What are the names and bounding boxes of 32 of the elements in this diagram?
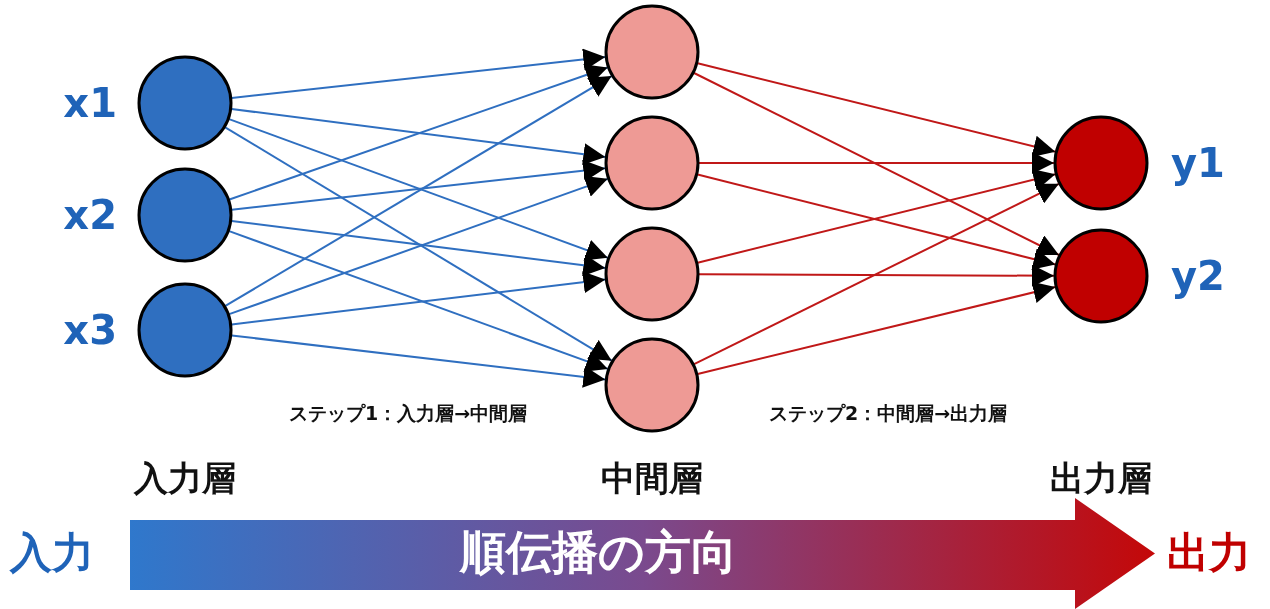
arrow (230, 48, 607, 99)
step-caption: ステップ2：中間層→出力層 (768, 403, 1008, 423)
neuron-circle (604, 4, 700, 100)
arrow (693, 72, 1060, 256)
neuron-circle (604, 337, 700, 433)
layer-label: 中間層 (601, 461, 703, 495)
arrow (224, 126, 613, 362)
layer-label: 入力層 (134, 461, 236, 495)
arrow (230, 159, 607, 211)
direction-arrow-banner (130, 498, 1155, 609)
arrow (228, 118, 609, 261)
arrow (230, 219, 607, 277)
output-label: 出力 (1167, 532, 1251, 574)
step-caption: ステップ1：入力層→中間層 (288, 403, 528, 423)
arrow (698, 152, 1055, 174)
arrow (230, 108, 607, 166)
arrow (693, 182, 1060, 366)
arrow (696, 62, 1057, 158)
arrow (228, 175, 609, 316)
arrow (224, 75, 613, 307)
banner-text: 順伝播の方向 (460, 529, 737, 575)
arrow (228, 64, 609, 201)
input-label: 入力 (10, 532, 94, 574)
neuron-circle (604, 226, 700, 322)
arrow (696, 281, 1057, 375)
arrow (230, 334, 607, 388)
neuron-circle (604, 115, 700, 211)
node-label: x3 (63, 310, 117, 350)
node-label: x2 (63, 195, 117, 235)
arrow (230, 271, 607, 326)
node-label: x1 (63, 83, 117, 123)
arrow (228, 230, 609, 372)
